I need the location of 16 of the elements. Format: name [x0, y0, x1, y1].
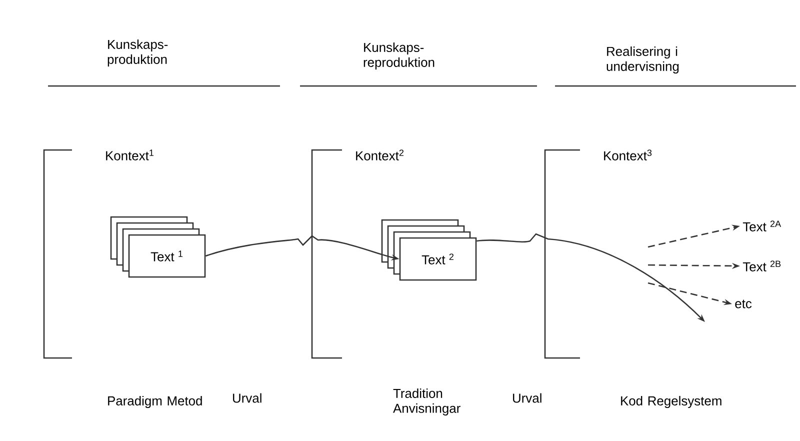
- column-heading: Kunskaps- reproduktion: [364, 42, 434, 70]
- stage-label: Kod Regelsystem: [621, 396, 722, 408]
- column-heading: Kunskaps- produktion: [108, 39, 168, 66]
- column-heading: Realisering i undervisning: [606, 46, 679, 74]
- stage-label: Tradition Anvisningar: [393, 388, 460, 416]
- context-label: Kontext$^{2}$: [356, 150, 404, 160]
- output-text: Text $^{2A}$: [742, 220, 782, 232]
- text-card-stack: Text $^{1}$: [110, 216, 206, 278]
- stage-label: Urval: [513, 393, 542, 403]
- context-label: Kontext$^{3}$: [604, 150, 652, 160]
- output-text: etc: [735, 300, 752, 308]
- output-text: Text $^{2B}$: [742, 260, 781, 272]
- context-label: Kontext$^{1}$: [106, 150, 154, 160]
- stage-label: Urval: [233, 393, 262, 403]
- stage-label: Paradigm Metod: [108, 396, 202, 408]
- text-card-stack: Text $^{2}$: [381, 219, 477, 281]
